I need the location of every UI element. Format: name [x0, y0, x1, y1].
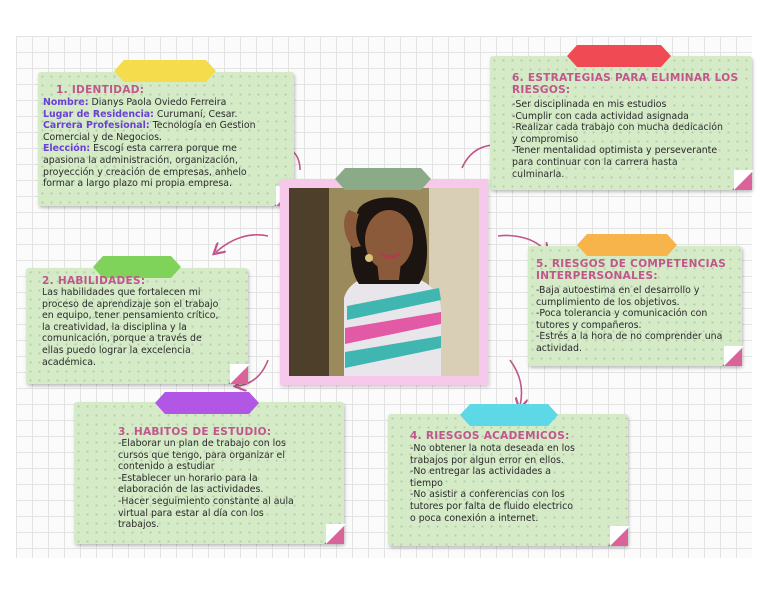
habilidades-line: en equipo, tener pensamiento crítico, — [42, 310, 219, 322]
portrait-illustration — [289, 188, 479, 376]
riesgos-acad-item: o poca conexión a internet. — [410, 512, 539, 524]
nombre-value: Dianys Paola Oviedo Ferreira — [88, 97, 227, 108]
lugar-value: Curumaní, Cesar. — [153, 108, 238, 120]
riesgos-acad-item: tutores por falta de fluido electrico — [410, 500, 574, 512]
habitos-item: trabajos. — [118, 519, 160, 531]
estrategias-item: y compromiso — [512, 133, 579, 145]
habitos-item: cursos que tengo, para organizar el — [118, 449, 285, 461]
identidad-card — [38, 72, 296, 206]
habitos-item: elaboración de las actividades. — [118, 484, 264, 496]
habitos-item: -Elaborar un plan de trabajo con los — [118, 438, 286, 449]
estrategias-item: -Ser disciplinada en mis estudios — [512, 99, 667, 110]
habilidades-line: comunicación, porque a través de — [42, 333, 202, 345]
estrategias-ribbon — [567, 45, 671, 67]
estrategias-card — [490, 56, 754, 190]
habilidades-line: Las habilidades que fortalecen mi — [42, 287, 201, 298]
habilidades-line: ellas puedo lograr la excelencia — [42, 344, 191, 356]
carrera-label: Carrera Profesional: — [43, 120, 150, 132]
habilidades-ribbon — [93, 256, 181, 278]
habitos-item: -Hacer seguimiento constante al aula — [118, 495, 294, 507]
eleccion-line: proyección y creación de empresas, anhel… — [43, 166, 247, 178]
lugar-label: Lugar de Residencia: — [43, 108, 154, 120]
profile-photo-frame — [280, 179, 488, 385]
estrategias-item: culminarla. — [512, 168, 565, 180]
habilidades-line: proceso de aprendizaje son el trabajo — [42, 298, 219, 310]
habilidades-card — [26, 268, 250, 384]
riesgos-comp-ribbon — [577, 234, 677, 256]
riesgos-comp-title-line: INTERPERSONALES: — [536, 270, 658, 282]
estrategias-title: 6. ESTRATEGIAS PARA ELIMINAR LOS RIESGOS… — [512, 72, 738, 96]
estrategias-title-line: 6. ESTRATEGIAS PARA ELIMINAR LOS — [512, 72, 739, 84]
arrow-to-riesgos-acad — [509, 359, 522, 406]
habilidades-body: Las habilidades que fortalecen mi proces… — [42, 287, 248, 368]
riesgos-acad-item: -No entregar las actividades a — [410, 466, 552, 478]
riesgos-acad-item: tiempo — [410, 477, 443, 489]
riesgos-acad-item: -No obtener la nota deseada en los — [410, 443, 575, 454]
eleccion-line: apasiona la administración, organización… — [43, 154, 238, 166]
eleccion-label: Elección: — [43, 143, 91, 155]
arrow-to-habilidades — [216, 234, 269, 252]
carrera-value: Tecnología en Gestion — [149, 120, 256, 132]
page-curl — [324, 524, 346, 544]
habitos-item: contenido a estudiar — [118, 461, 215, 473]
estrategias-item: -Cumplir con cada actividad asignada — [512, 110, 689, 122]
riesgos-comp-card — [528, 246, 744, 366]
page-curl — [722, 346, 744, 366]
habitos-body: -Elaborar un plan de trabajo con los cur… — [118, 438, 340, 531]
riesgos-comp-item: tutores y compañeros. — [536, 319, 642, 331]
eleccion-line: formar a largo plazo mi propia empresa. — [43, 178, 233, 190]
riesgos-comp-title: 5. RIESGOS DE COMPETENCIAS INTERPERSONAL… — [536, 258, 726, 282]
riesgos-acad-item: trabajos por algun error en ellos. — [410, 454, 564, 466]
habitos-item: -Establecer un horario para la — [118, 472, 258, 484]
estrategias-item: para continuar con la carrera hasta — [512, 156, 678, 168]
eleccion-value: Escogí esta carrera porque me — [90, 143, 237, 155]
identidad-title: 1. IDENTIDAD: — [56, 84, 145, 96]
habitos-card — [74, 402, 346, 544]
identidad-ribbon — [114, 60, 216, 82]
riesgos-comp-item: cumplimiento de los objetivos. — [536, 296, 680, 308]
nombre-label: Nombre: — [43, 97, 89, 108]
riesgos-comp-title-line: 5. RIESGOS DE COMPETENCIAS — [536, 258, 727, 270]
estrategias-title-line: RIESGOS: — [512, 84, 571, 96]
habilidades-title: 2. HABILIDADES: — [42, 275, 146, 287]
estrategias-body: -Ser disciplinada en mis estudios -Cumpl… — [512, 99, 748, 180]
profile-photo — [289, 188, 479, 376]
photo-ribbon — [335, 168, 431, 190]
estrategias-item: -Realizar cada trabajo con mucha dedicac… — [512, 122, 723, 134]
carrera-value-cont: Comercial y de Negocios. — [43, 131, 162, 143]
habitos-ribbon — [155, 392, 259, 414]
riesgos-comp-body: -Baja autoestima en el desarrollo y cump… — [536, 285, 740, 355]
identidad-body: Nombre: Dianys Paola Oviedo Ferreira Lug… — [43, 97, 291, 190]
riesgos-acad-body: -No obtener la nota deseada en los traba… — [410, 443, 626, 524]
riesgos-acad-item: -No asistir a conferencias con los — [410, 489, 565, 501]
riesgos-comp-item: actividad. — [536, 342, 582, 354]
riesgos-acad-title: 4. RIESGOS ACADEMICOS: — [410, 430, 570, 442]
page-curl — [732, 170, 754, 190]
arrow-to-habitos — [238, 359, 269, 386]
page-curl — [228, 364, 250, 384]
habitos-title: 3. HABITOS DE ESTUDIO: — [118, 426, 272, 438]
riesgos-comp-item: -Poca tolerancia y comunicación con — [536, 308, 708, 320]
riesgos-acad-card — [388, 414, 630, 546]
page-curl — [608, 526, 630, 546]
habitos-item: virtual para estar al día con los — [118, 507, 264, 519]
riesgos-comp-item: -Estrés a la hora de no comprender una — [536, 331, 723, 343]
riesgos-acad-ribbon — [460, 404, 558, 426]
riesgos-comp-item: -Baja autoestima en el desarrollo y — [536, 285, 700, 296]
estrategias-item: -Tener mentalidad optimista y perseveran… — [512, 145, 718, 157]
habilidades-line: académica. — [42, 356, 96, 368]
habilidades-line: la creatividad, la disciplina y la — [42, 321, 187, 333]
